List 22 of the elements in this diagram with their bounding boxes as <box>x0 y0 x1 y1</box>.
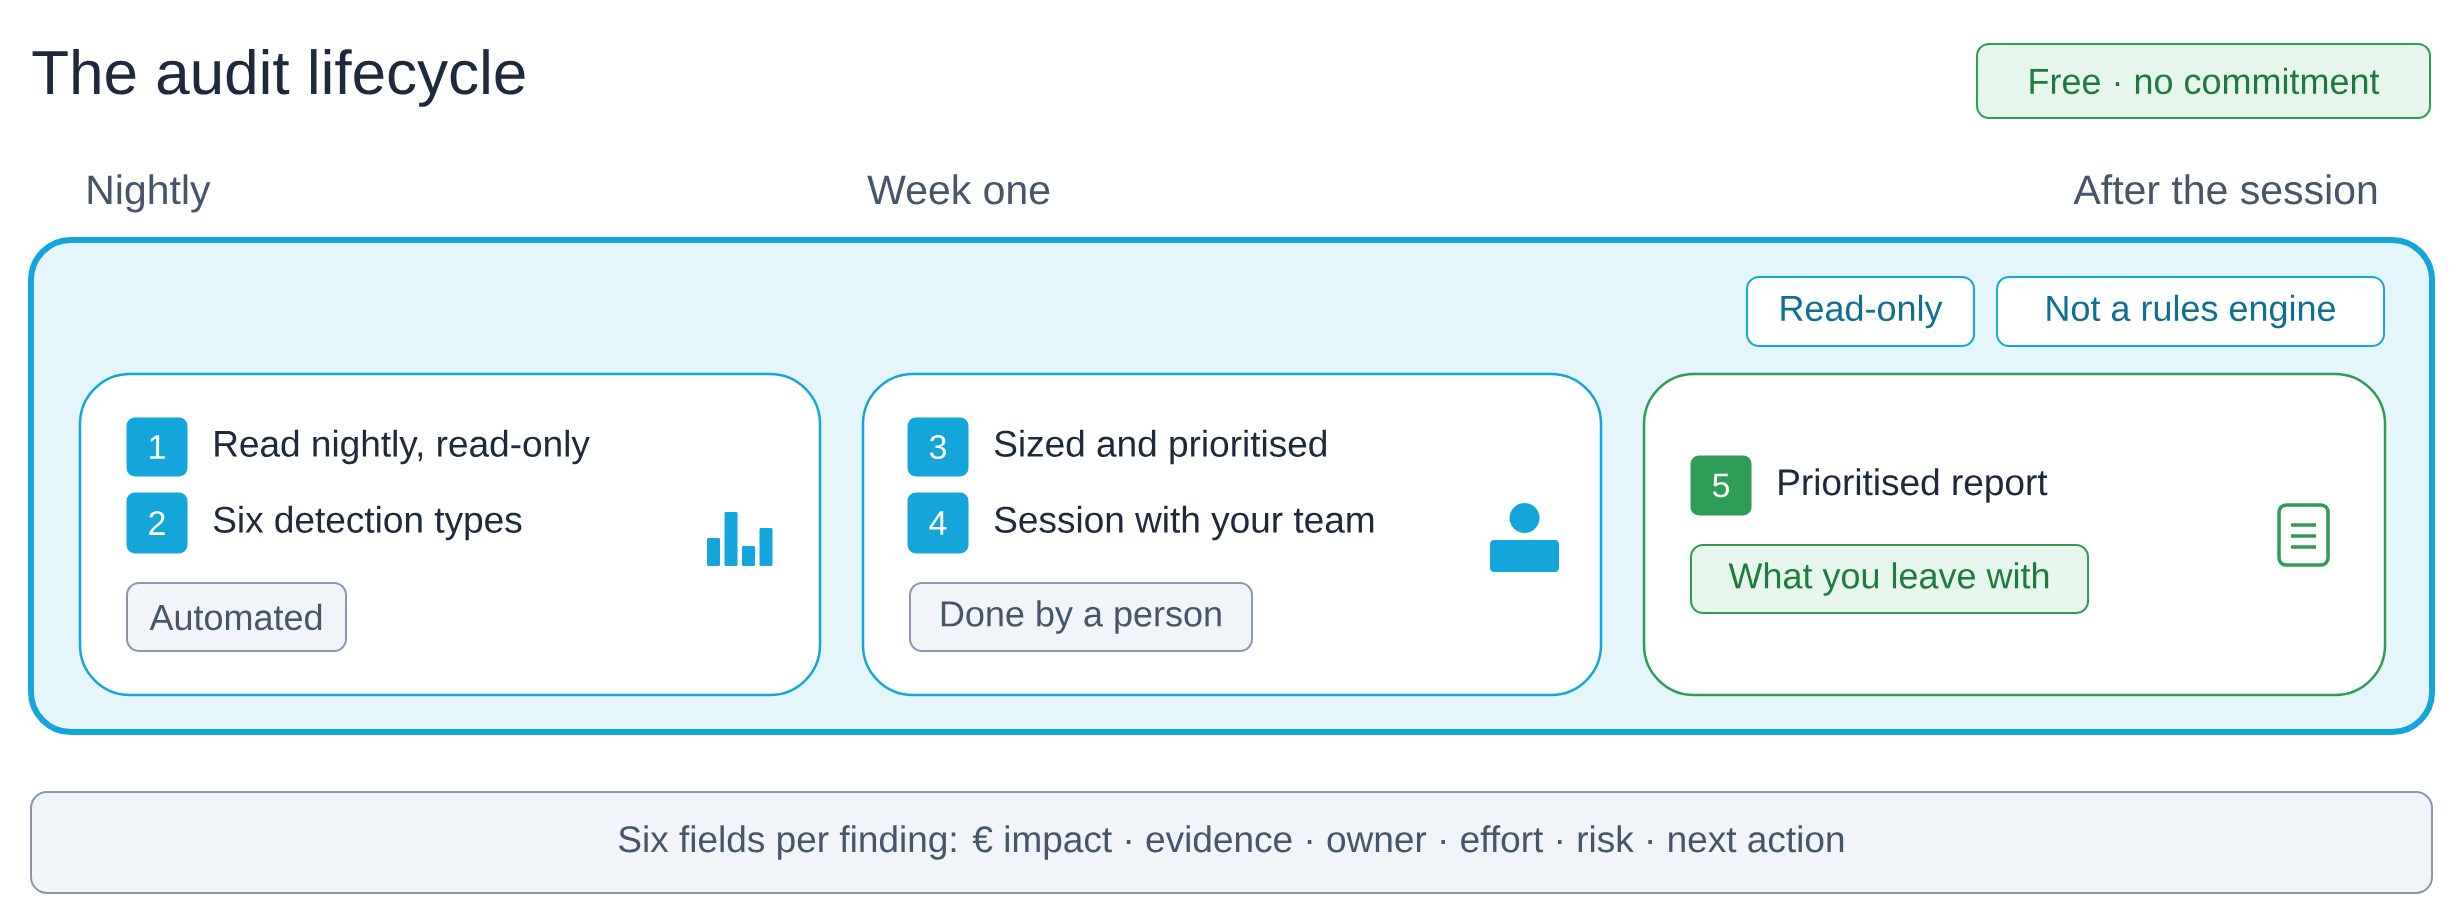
step-number: 4 <box>907 492 969 554</box>
step-number: 2 <box>126 492 188 554</box>
title: The audit lifecycle <box>32 49 525 107</box>
tag: Automated <box>126 582 347 652</box>
badge: What you leave with <box>1690 544 2090 614</box>
phase-label: After the session <box>2073 174 2377 205</box>
step-number: 5 <box>1690 455 1752 516</box>
card <box>78 372 822 697</box>
footer-bar: Six fields per finding: € impact · evidence · owner · effort · risk · next action <box>30 791 2434 894</box>
step-number: 3 <box>907 417 969 477</box>
step-number: 1 <box>126 417 188 477</box>
step-label: Prioritised report <box>1779 468 2048 503</box>
phase-label: Week one <box>867 174 1050 205</box>
tag: Not a rules engine <box>1996 276 2386 347</box>
step-label: Six detection types <box>213 505 522 541</box>
tag: Done by a person <box>909 582 1253 652</box>
badge: Free · no commitment <box>1976 43 2432 119</box>
tag: Read-only <box>1746 276 1976 347</box>
step-label: Session with your team <box>994 505 1374 541</box>
phase-label: Nightly <box>88 174 211 213</box>
step-label: Read nightly, read-only <box>215 429 590 465</box>
step-label: Sized and prioritised <box>994 429 1326 465</box>
